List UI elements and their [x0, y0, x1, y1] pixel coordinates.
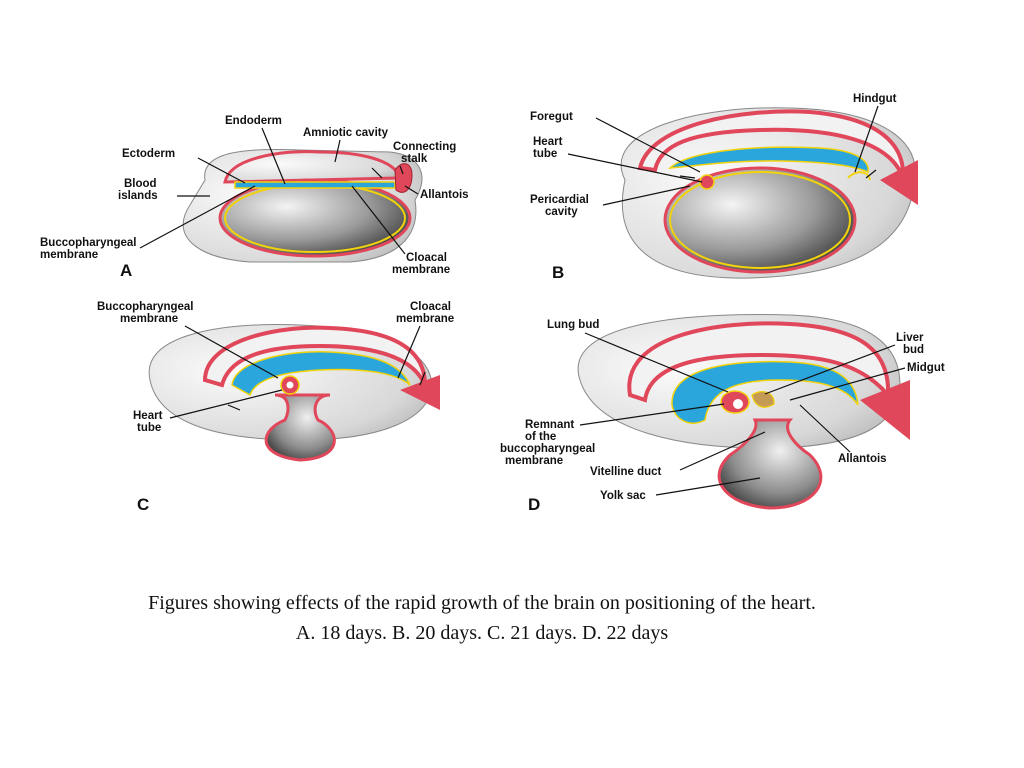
- leader-hindgut: [854, 105, 879, 173]
- leader-cloacal-a: [351, 185, 406, 255]
- panel-b-stalk: [880, 160, 918, 205]
- panel-a-letter: A: [120, 261, 132, 280]
- panel-b-letter: B: [552, 263, 564, 282]
- panel-c-stalk: [400, 375, 440, 410]
- leader-foregut: [595, 117, 701, 173]
- panel-b: B Hindgut Foregut Heart tube Pericardial…: [530, 93, 918, 282]
- leader-yolk-sac: [655, 477, 761, 496]
- caption-line-2: A. 18 days. B. 20 days. C. 21 days. D. 2…: [295, 622, 669, 644]
- panel-a-arrow: [371, 167, 383, 179]
- panel-a-amniotic-cavity: [223, 150, 402, 184]
- panel-a: A Endoderm Amniotic cavity Ectoderm Conn…: [40, 115, 469, 280]
- label-bucco-a-1: Buccopharyngeal: [40, 237, 137, 249]
- label-liver-1: Liver: [896, 332, 924, 344]
- label-heart-b-2: tube: [533, 148, 557, 160]
- label-allantois-a: Allantois: [420, 189, 469, 201]
- panel-b-hindgut: [847, 171, 871, 181]
- label-remnant-3: buccopharyngeal: [500, 443, 595, 455]
- label-cloacal-c-2: membrane: [396, 313, 454, 325]
- label-bucco-c-1: Buccopharyngeal: [97, 301, 194, 313]
- label-bucco-a-2: membrane: [40, 249, 98, 261]
- panel-b-heart-tube: [699, 174, 715, 190]
- label-remnant-1: Remnant: [525, 419, 574, 431]
- panel-d-letter: D: [528, 495, 540, 514]
- panel-c-heart-lumen: [286, 381, 294, 389]
- label-heart-c-2: tube: [137, 422, 161, 434]
- label-liver-2: bud: [903, 344, 924, 356]
- label-cloacal-c-1: Cloacal: [410, 301, 451, 313]
- label-remnant-4: membrane: [505, 455, 563, 467]
- panel-d-yolk-sac: [717, 418, 823, 510]
- label-blood-2: islands: [118, 190, 158, 202]
- leader-midgut: [789, 367, 906, 401]
- label-heart-c-1: Heart: [133, 410, 163, 422]
- label-connecting-1: Connecting: [393, 141, 456, 153]
- panel-b-arrow-left: [679, 175, 696, 179]
- leader-allantois-d: [799, 404, 851, 453]
- label-remnant-2: of the: [525, 431, 556, 443]
- label-bucco-c-2: membrane: [120, 313, 178, 325]
- panel-d: D Lung bud Liver bud Midgut Remnant of t…: [500, 313, 945, 514]
- leader-remnant: [579, 403, 725, 426]
- label-vitelline: Vitelline duct: [590, 466, 662, 478]
- leader-ectoderm: [197, 157, 246, 184]
- label-blood-1: Blood: [124, 178, 157, 190]
- leader-pericardial: [602, 185, 691, 206]
- label-allantois-d: Allantois: [838, 453, 887, 465]
- leader-bucco-a: [139, 185, 256, 249]
- leader-allantois-a: [404, 185, 419, 195]
- label-connecting-2: stalk: [401, 153, 428, 165]
- embryo-folding-figure: A Endoderm Amniotic cavity Ectoderm Conn…: [40, 93, 945, 514]
- leader-connecting: [399, 165, 404, 175]
- leader-lung-bud: [584, 332, 729, 393]
- leader-heart-c: [169, 389, 283, 419]
- panel-d-liver-bud: [751, 391, 775, 408]
- leader-liver: [764, 344, 896, 395]
- panel-c-yolk-stalk: [264, 393, 336, 462]
- label-cloacal-a-1: Cloacal: [406, 252, 447, 264]
- label-pericardial-2: cavity: [545, 206, 578, 218]
- label-endoderm: Endoderm: [225, 115, 282, 127]
- label-heart-b-1: Heart: [533, 136, 563, 148]
- panel-c-neural-blue: [231, 351, 411, 397]
- panel-d-stalk: [860, 380, 910, 440]
- panel-a-embryonic-disc: [234, 181, 396, 189]
- label-hindgut: Hindgut: [853, 93, 897, 105]
- panel-c-arrow-right: [419, 371, 426, 386]
- label-amniotic-cavity: Amniotic cavity: [303, 127, 389, 139]
- panel-d-heart-lumen: [733, 399, 743, 409]
- label-ectoderm: Ectoderm: [122, 148, 175, 160]
- label-pericardial-1: Pericardial: [530, 194, 589, 206]
- panel-c: C Buccopharyngeal membrane Cloacal membr…: [97, 301, 454, 514]
- label-foregut: Foregut: [530, 111, 573, 123]
- panel-b-yolk-endoderm: [669, 171, 851, 269]
- caption-line-1: Figures showing effects of the rapid gro…: [148, 592, 816, 614]
- label-yolk-sac: Yolk sac: [600, 490, 646, 502]
- panel-a-yolk-sac: [218, 178, 412, 258]
- panel-a-connecting-stalk: [394, 163, 413, 193]
- panel-b-arrow-right: [865, 169, 877, 179]
- panel-b-yolk-sac: [663, 166, 857, 274]
- panel-b-neural-blue: [667, 146, 869, 174]
- leader-amniotic: [334, 139, 341, 163]
- label-cloacal-a-2: membrane: [392, 264, 450, 276]
- leader-endoderm: [261, 127, 286, 185]
- panel-c-letter: C: [137, 495, 149, 514]
- leader-bucco-c: [184, 325, 279, 379]
- label-midgut: Midgut: [907, 362, 945, 374]
- panel-c-arrow-left: [227, 404, 241, 411]
- label-lung-bud: Lung bud: [547, 319, 599, 331]
- leader-cloacal-c: [397, 325, 421, 379]
- leader-heart-b: [567, 153, 703, 183]
- leader-vitelline: [679, 431, 766, 471]
